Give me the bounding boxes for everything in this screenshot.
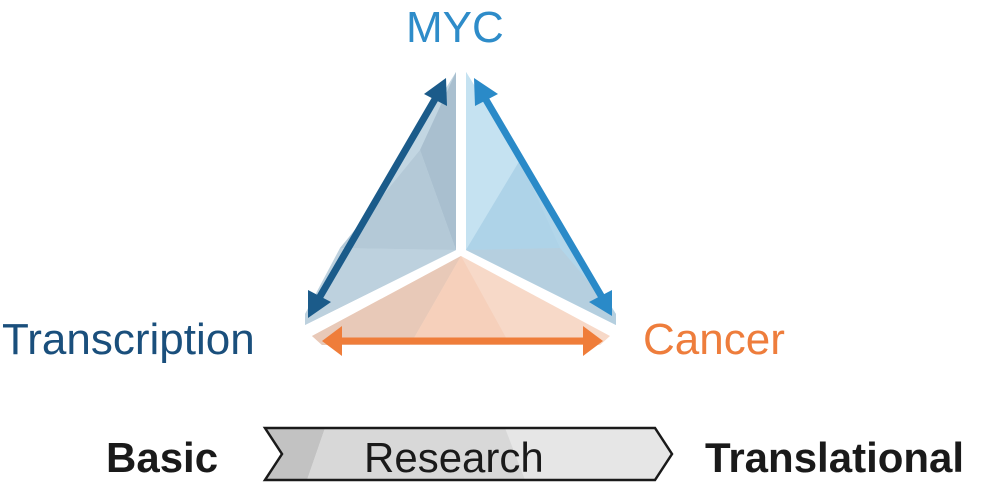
node-label-myc: MYC (406, 3, 504, 52)
bottom-face (312, 256, 610, 345)
node-label-cancer: Cancer (643, 315, 785, 364)
arrow-myc-cancer (474, 78, 612, 316)
research-bar (262, 426, 674, 482)
research-start-label: Basic (106, 434, 219, 481)
arrow-transcription-myc (308, 78, 447, 318)
research-end-label: Translational (705, 434, 965, 481)
research-middle-label: Research (364, 434, 544, 481)
arrow-transcription-cancer (322, 326, 603, 356)
node-label-transcription: Transcription (2, 315, 255, 364)
